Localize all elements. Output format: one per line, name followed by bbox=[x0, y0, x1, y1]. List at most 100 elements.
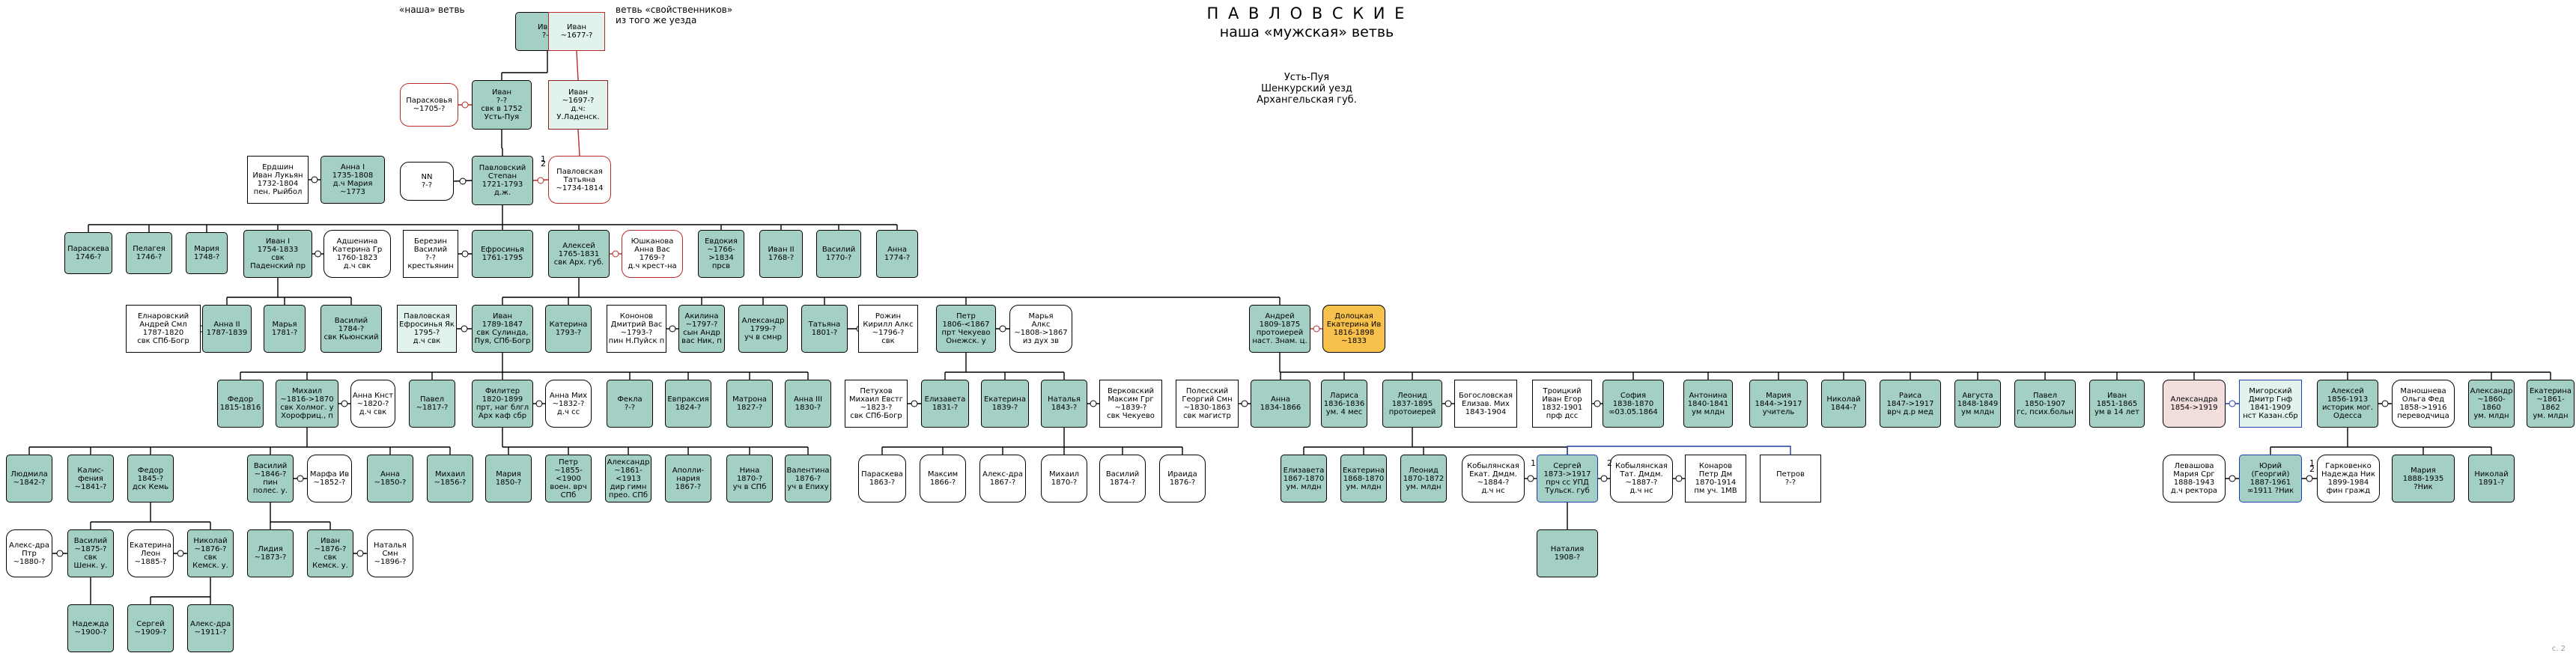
person-mikhail-1870: Михаил 1870-? bbox=[1041, 455, 1087, 502]
person-label: Екатерина 1839-? bbox=[984, 395, 1026, 412]
person-label: Матрона 1827-? bbox=[732, 395, 767, 412]
person-anna-1774: Анна 1774-? bbox=[876, 230, 918, 278]
person-label: Иван 1789-1847 свк Сулинда, Пуя, СПб-Бог… bbox=[474, 312, 531, 345]
person-aleksandr-1799: Александр 1799-? уч в смнр bbox=[738, 305, 788, 353]
person-tatiana-1801: Татьяна 1801-? bbox=[801, 305, 848, 353]
person-aleksandr-1861: Александр ~1861-<1913 дир гимн прео. СПб bbox=[605, 455, 651, 502]
person-leonid-1837: Леонид 1837-1895 протоиерей bbox=[1382, 380, 1442, 428]
person-berezin: Березин Василий ?-? крестьянин bbox=[403, 230, 458, 278]
person-label: Федор 1815-1816 bbox=[219, 395, 261, 412]
person-label: Елизавета 1831-? bbox=[924, 395, 966, 412]
place-caption: Усть-Пуя Шенкурский уезд Архангельская г… bbox=[1257, 72, 1357, 106]
person-maria-alks: Марья Алкс ~1808->1867 из дух зв bbox=[1009, 305, 1072, 353]
marriage-number: 2 bbox=[2309, 464, 2315, 474]
person-kobylyanskaya2: Кобылянская Тат. Дмдм. ~1887-? д.ч нс bbox=[1610, 455, 1673, 502]
person-efrosinya-1761: Ефросинья 1761-1795 bbox=[472, 230, 533, 278]
person-ekaterina-leon: Екатерина Леон ~1885-? bbox=[127, 529, 174, 577]
person-kononov: Кононов Дмитрий Вас ~1793-? пин Н.Пуйск … bbox=[607, 305, 666, 353]
person-ivan-ii: Иван II 1768-? bbox=[759, 230, 803, 278]
person-ekaterina-1868: Екатерина 1868-1870 ум. млдн bbox=[1340, 455, 1387, 502]
person-anna-1834: Анна 1834-1866 bbox=[1251, 380, 1310, 428]
person-label: Левашова Мария Срг 1888-1943 д.ч ректора bbox=[2170, 462, 2218, 495]
person-iraida: Ираида 1876-? bbox=[1159, 455, 1206, 502]
person-label: Анна III 1830-? bbox=[793, 395, 823, 412]
person-label: Наталья 1843-? bbox=[1048, 395, 1081, 412]
marriage-dot bbox=[669, 325, 676, 332]
person-label: Иван 1851-1865 ум в 14 лет bbox=[2094, 391, 2139, 416]
person-katerina-1793: Катерина 1793-? bbox=[545, 305, 592, 353]
person-label: Березин Василий ?-? крестьянин bbox=[407, 237, 454, 270]
person-paraskovya2: Параскева 1746-? bbox=[64, 232, 112, 274]
person-label: Андрей 1809-1875 протоиерей наст. Знам. … bbox=[1252, 312, 1307, 345]
person-label: София 1838-1870 ∞03.05.1864 bbox=[1609, 391, 1658, 416]
person-elizaveta-1831: Елизавета 1831-? bbox=[921, 380, 969, 428]
person-label: Евпраксия 1824-? bbox=[667, 395, 709, 412]
person-troitskiy: Троицкий Иван Егор 1832-1901 прф дсс bbox=[1532, 380, 1592, 428]
person-label: Иван ~1876-? свк Кемск. у. bbox=[312, 537, 348, 570]
person-label: Павел ~1817-? bbox=[416, 395, 449, 412]
person-aleksandra-1854: Александра 1854->1919 bbox=[2163, 380, 2226, 428]
marriage-dot bbox=[311, 176, 318, 183]
person-label: Лариса 1836-1836 ум. 4 мес bbox=[1323, 391, 1365, 416]
person-mikhail-1816: Михаил ~1816->1870 свк Холмог. у Хорофри… bbox=[276, 380, 338, 428]
person-label: Сергей ~1909-? bbox=[134, 620, 167, 637]
person-stepan: Павловский Степан 1721-1793 д.ж. bbox=[472, 156, 533, 205]
person-label: Алекс-дра Птр ~1880-? bbox=[9, 541, 49, 566]
person-label: Мигорский Дмитр Гнф 1841-1909 нст Казан.… bbox=[2243, 387, 2298, 420]
person-label: Ердшин Иван Лукьян 1732-1804 пен. Рыйбол bbox=[252, 163, 303, 196]
person-ivan-1752: Иван ?-? свк в 1752 Усть-Пуя bbox=[472, 80, 532, 130]
person-label: Надежда ~1900-? bbox=[72, 620, 109, 637]
person-label: Парасковья ~1705-? bbox=[406, 97, 452, 113]
person-label: Павел 1850-1907 гс, псих.больн bbox=[2017, 391, 2074, 416]
person-vasiliy-1784: Василий 1784-? свк Кьюнский bbox=[321, 305, 382, 353]
person-label: Анна ~1850-? bbox=[374, 470, 407, 487]
person-raisa: Раиса 1847->1917 врч д.р мед bbox=[1880, 380, 1941, 428]
person-label: Сергей 1873->1917 прч сс УПД Тульск. губ bbox=[1543, 462, 1591, 495]
person-label: Катерина 1793-? bbox=[549, 321, 588, 337]
person-dolotskaya: Долоцкая Екатерина Ив 1816-1898 ~1833 bbox=[1322, 305, 1385, 353]
person-label: Ираида 1876-? bbox=[1167, 470, 1197, 487]
person-matrona: Матрона 1827-? bbox=[726, 380, 773, 428]
person-label: Анна 1774-? bbox=[884, 246, 911, 262]
person-label: Наталья Смн ~1896-? bbox=[374, 541, 407, 566]
person-label: Людмила ~1842-? bbox=[10, 470, 48, 487]
person-label: Мария 1844->1917 учитель bbox=[1755, 391, 1802, 416]
person-aleksandr-1860: Александр ~1860-1860 ум. млдн bbox=[2468, 380, 2515, 428]
marriage-dot bbox=[356, 550, 364, 557]
marriage-dot bbox=[999, 325, 1006, 332]
person-ekaterina-1861: Екатерина ~1861-1862 ум. млдн bbox=[2527, 380, 2575, 428]
descent-line bbox=[577, 129, 580, 157]
person-pavel-1850: Павел 1850-1907 гс, псих.больн bbox=[2014, 380, 2076, 428]
person-label: Конаров Петр Дм 1870-1914 пм уч. 1МВ bbox=[1694, 462, 1737, 495]
person-label: Иван ~1677-? bbox=[560, 23, 593, 40]
person-label: Иван ?-? свк в 1752 Усть-Пуя bbox=[481, 88, 523, 121]
person-vasiliy-1846: Василий ~1846-? пин полес. у. bbox=[247, 455, 294, 502]
person-label: Екатерина ~1861-1862 ум. млдн bbox=[2530, 387, 2572, 420]
person-aleks-dra-ptr: Алекс-дра Птр ~1880-? bbox=[6, 529, 52, 577]
person-label: Петр ~1855-<1900 воен. врч СПб bbox=[550, 458, 587, 499]
person-label: Богословская Елизав. Мих 1843-1904 bbox=[1459, 391, 1513, 416]
person-anna-knst: Анна Кнст ~1820-? д.ч свк bbox=[350, 380, 395, 428]
person-label: Иван I 1754-1833 свк Паденский пр bbox=[250, 237, 306, 270]
marriage-dot bbox=[2229, 475, 2236, 482]
person-label: Верковский Максим Грг ~1839-? свк Чекуев… bbox=[1107, 387, 1155, 420]
marriage-number: 1 bbox=[541, 154, 546, 164]
person-anna-1850: Анна ~1850-? bbox=[367, 455, 413, 502]
legend-in-laws-label: ветвь «свойственников» из того же уезда bbox=[616, 4, 733, 25]
person-label: Акилина ~1797-? сын Андр вас Ник, п bbox=[681, 312, 722, 345]
person-label: Троицкий Иван Егор 1832-1901 прф дсс bbox=[1541, 387, 1583, 420]
person-pavel-1817: Павел ~1817-? bbox=[409, 380, 455, 428]
person-maria-1844: Мария 1844->1917 учитель bbox=[1749, 380, 1808, 428]
person-label: Алексей 1856-1913 историк мог. Одесса bbox=[2321, 387, 2374, 420]
marriage-dot bbox=[535, 400, 543, 407]
person-migorskiy: Мигорский Дмитр Гнф 1841-1909 нст Казан.… bbox=[2239, 380, 2302, 428]
person-label: Михаил ~1816->1870 свк Холмог. у Хорофри… bbox=[280, 387, 334, 420]
marriage-dot bbox=[1594, 400, 1601, 407]
person-label: Маношнева Ольга Фед 1858->1916 переводчи… bbox=[2397, 387, 2449, 420]
person-label: Анна I 1735-1808 д.ч Мария ~1773 bbox=[332, 163, 374, 196]
person-marfa: Марфа Ив ~1852-? bbox=[307, 455, 352, 502]
person-verkovskiy: Верковский Максим Грг ~1839-? свк Чекуев… bbox=[1099, 380, 1162, 428]
person-aleksandra-1867: Алекс-дра 1867-? bbox=[979, 455, 1026, 502]
relation-line bbox=[1567, 446, 1791, 455]
legend-ours-label: «наша» ветвь bbox=[399, 4, 465, 15]
